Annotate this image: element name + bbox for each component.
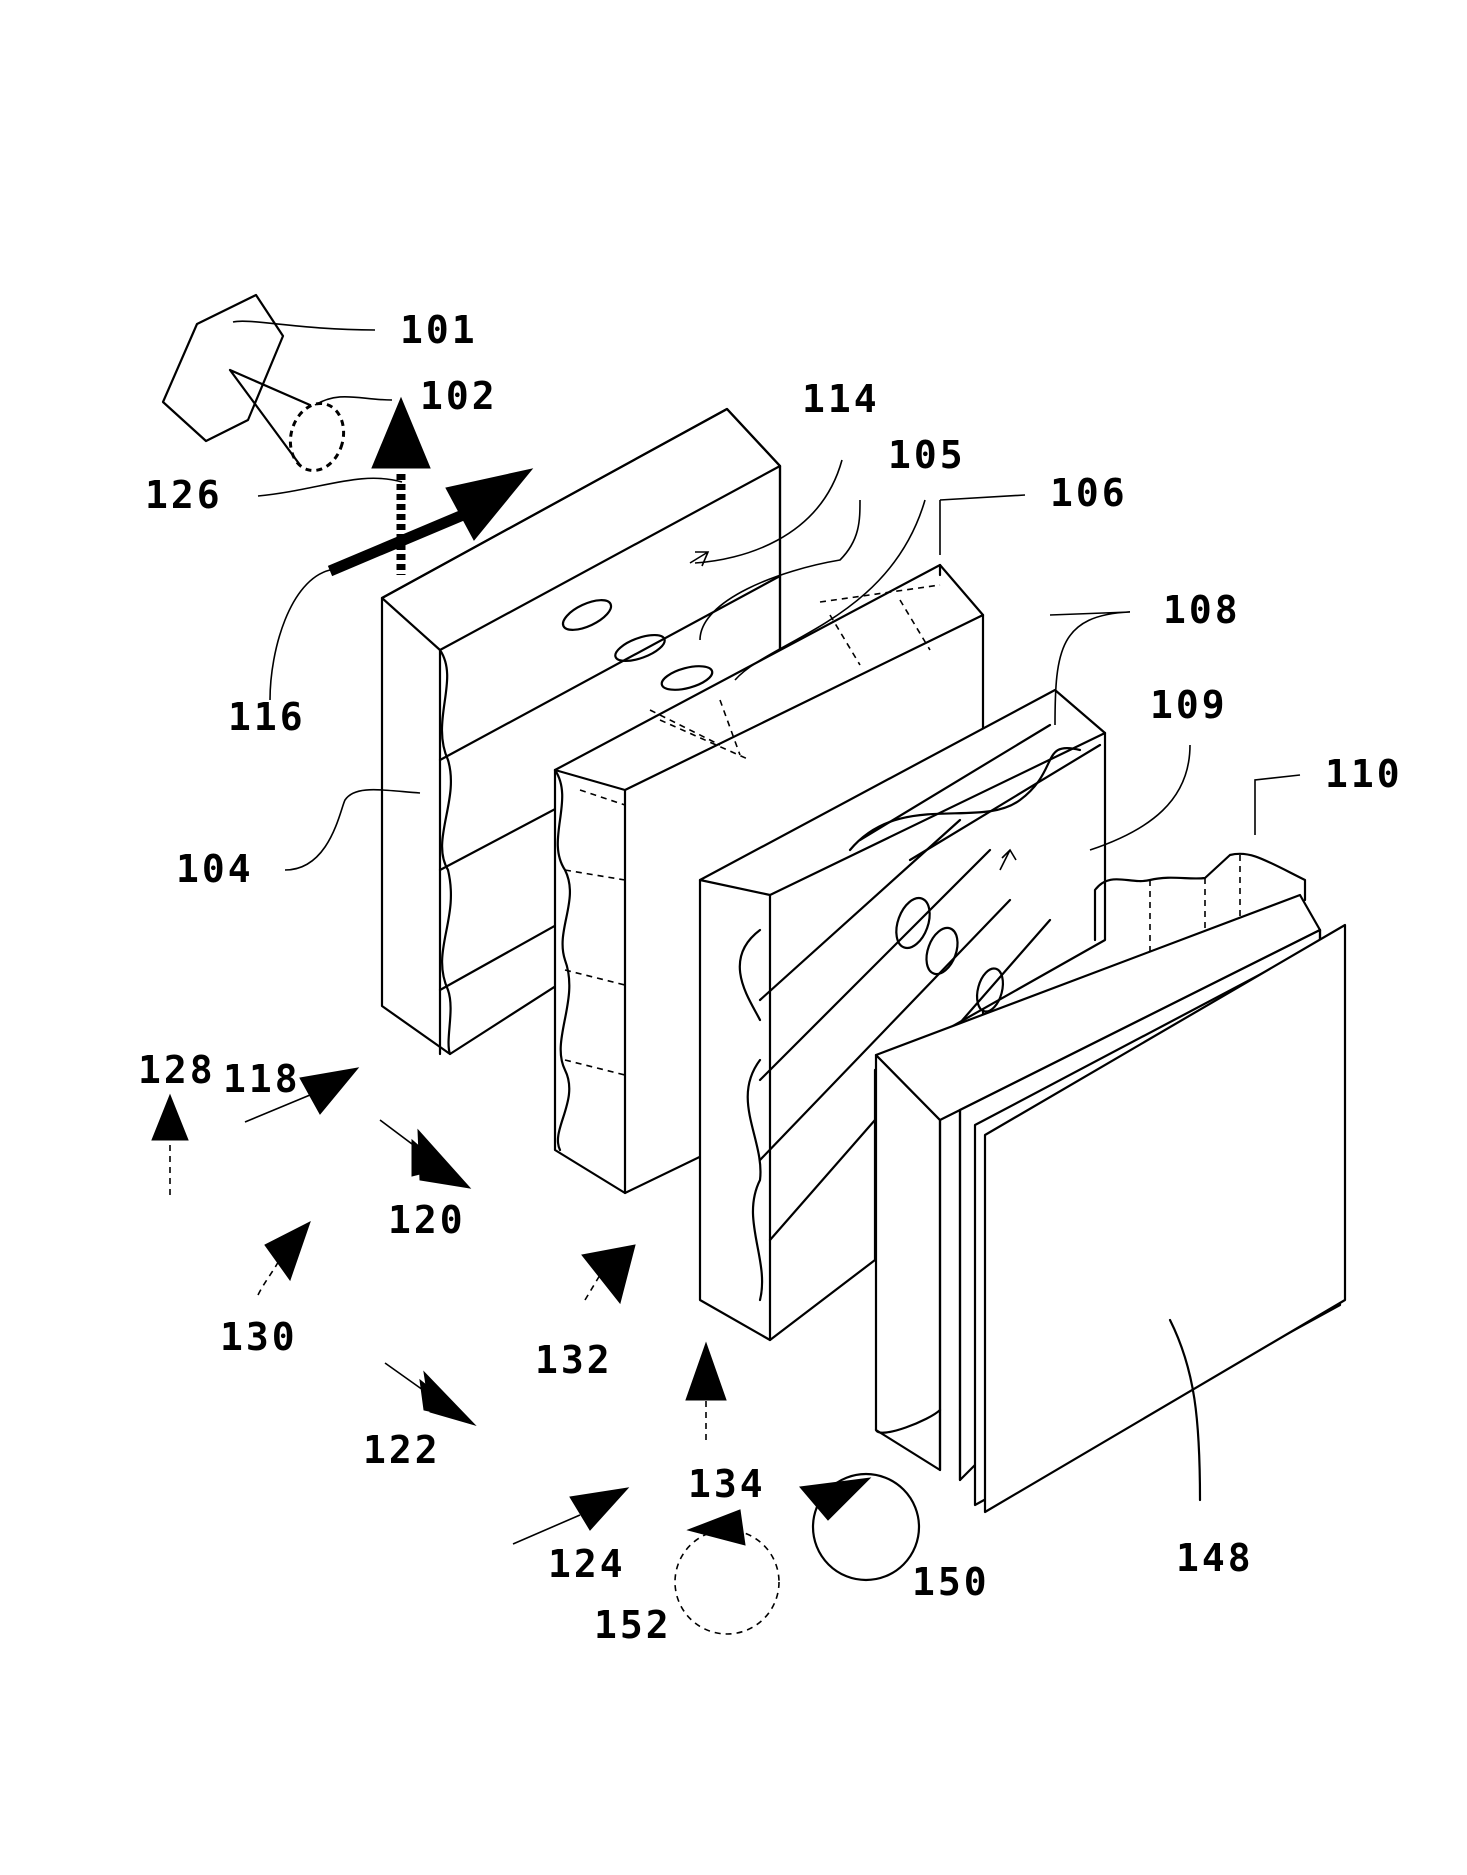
label-124: 124 — [548, 1542, 626, 1586]
label-105: 105 — [888, 433, 966, 477]
label-132: 132 — [535, 1338, 613, 1382]
label-134: 134 — [688, 1462, 766, 1506]
label-152: 152 — [594, 1603, 672, 1647]
label-126: 126 — [145, 473, 223, 517]
label-109: 109 — [1150, 683, 1228, 727]
label-104: 104 — [176, 847, 254, 891]
label-150: 150 — [912, 1560, 990, 1604]
label-106: 106 — [1050, 471, 1128, 515]
label-128: 128 — [138, 1048, 216, 1092]
label-114: 114 — [802, 377, 880, 421]
label-102: 102 — [420, 374, 498, 418]
label-130: 130 — [220, 1315, 298, 1359]
label-148: 148 — [1176, 1536, 1254, 1580]
label-120: 120 — [388, 1198, 466, 1242]
label-110: 110 — [1325, 752, 1403, 796]
label-118: 118 — [223, 1057, 301, 1101]
label-122: 122 — [363, 1428, 441, 1472]
label-101: 101 — [400, 308, 478, 352]
label-116: 116 — [228, 695, 306, 739]
label-108: 108 — [1163, 588, 1241, 632]
